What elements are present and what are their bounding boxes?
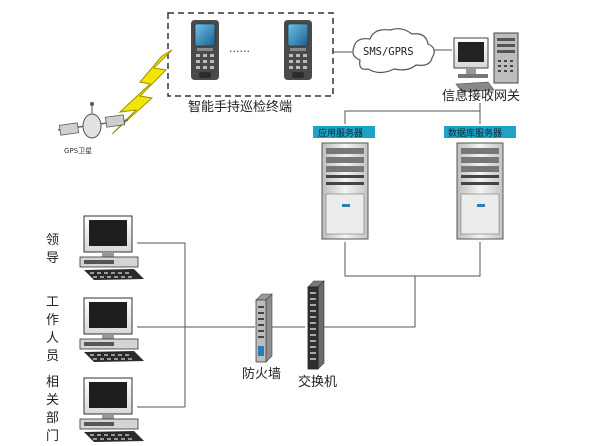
db-server-badge (444, 126, 516, 138)
workstation-icon (79, 297, 144, 362)
department-label-char: 门 (46, 429, 59, 444)
firewall-icon (255, 293, 273, 363)
satellite-icon (57, 102, 129, 139)
department-label-char: 关 (46, 393, 59, 408)
db-server-label: 数据库服务器 (448, 127, 502, 139)
staff-label-char: 工 (46, 295, 59, 310)
handheld-terminal-group: ...... 智能手持巡检终端 (167, 12, 334, 115)
switch-label: 交换机 (298, 374, 337, 390)
department-label-char: 相 (46, 375, 59, 390)
handheld-terminal-icon (284, 20, 312, 80)
firewall-label: 防火墙 (242, 366, 281, 382)
app-server-badge (313, 126, 375, 138)
app-server: 应用服务器 (313, 126, 375, 240)
connection-lines (137, 49, 481, 408)
staff-label-char: 员 (46, 349, 59, 364)
leader-label-char: 导 (46, 251, 59, 266)
db-server: 数据库服务器 (444, 126, 516, 240)
workstation-icon (79, 377, 144, 442)
handheld-dots: ...... (229, 42, 250, 55)
cloud-label: SMS/GPRS (363, 46, 414, 58)
pc-gateway-icon (453, 32, 519, 93)
workstation-icon (79, 215, 144, 280)
workstation-department: 相 关 部 门 (46, 375, 144, 444)
staff-label-char: 人 (46, 331, 59, 346)
workstation-staff: 工 作 人 员 (46, 295, 144, 364)
gps-label: GPS卫星 (64, 147, 92, 155)
gateway-label: 信息接收网关 (442, 88, 520, 104)
cloud-icon: SMS/GPRS (352, 28, 435, 74)
handheld-group-label: 智能手持巡检终端 (188, 99, 292, 115)
tower-server-icon (456, 142, 504, 240)
department-label-char: 部 (46, 411, 59, 426)
workstation-leader: 领 导 (46, 215, 144, 280)
lightning-icon (111, 49, 173, 135)
handheld-terminal-icon (191, 20, 219, 80)
leader-label-char: 领 (46, 233, 59, 248)
tower-server-icon (321, 142, 369, 240)
app-server-label: 应用服务器 (318, 127, 363, 139)
network-switch-icon (307, 280, 325, 370)
staff-label-char: 作 (46, 313, 59, 328)
